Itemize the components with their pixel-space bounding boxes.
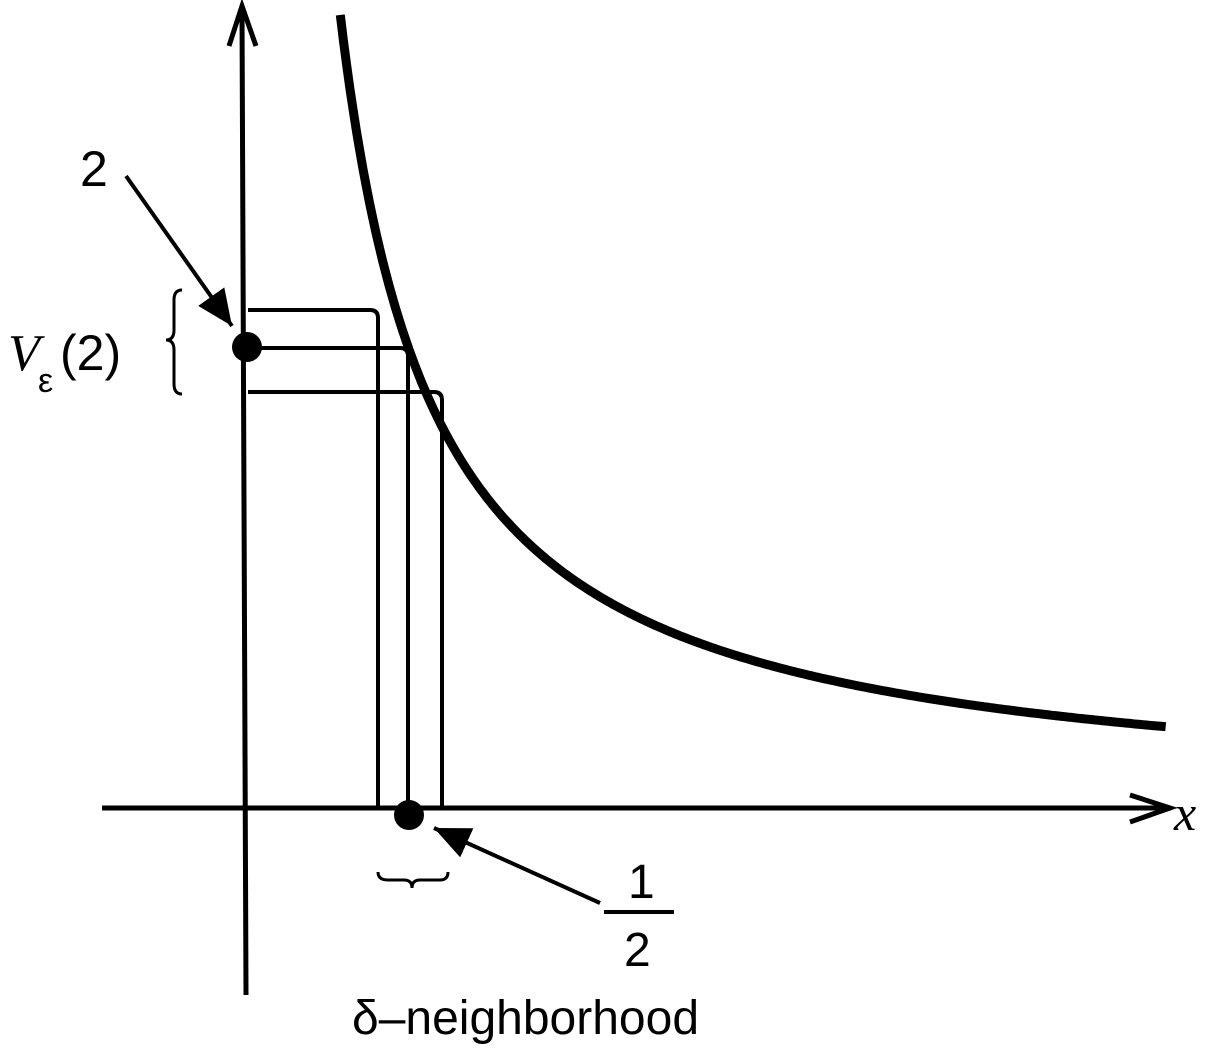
y-axis-arrowhead	[226, 0, 259, 47]
arrow-to-x-point	[433, 826, 601, 905]
label-v-subscript: ε	[38, 362, 53, 400]
epsilon-neighborhood-label: V ε (2)	[8, 325, 121, 400]
label-v-symbol: V	[8, 325, 45, 382]
label-v-argument: (2)	[60, 325, 121, 381]
point-y-2	[232, 332, 262, 362]
delta-neighborhood-caption: δ–neighborhood	[352, 992, 699, 1045]
epsilon-brace	[165, 288, 183, 396]
center-guide	[248, 346, 410, 808]
arrow-to-y-point	[124, 174, 234, 328]
delta-brace	[376, 871, 450, 889]
label-x-numerator: 1	[628, 856, 655, 909]
epsilon-upper-guide	[248, 308, 380, 808]
label-x-denominator: 2	[624, 924, 651, 977]
x-axis-arrowhead	[1129, 792, 1178, 825]
point-x-half	[394, 800, 424, 830]
epsilon-lower-guide	[248, 390, 444, 808]
reciprocal-curve	[335, 14, 1167, 732]
label-y-value: 2	[80, 141, 108, 197]
y-axis	[239, 11, 249, 996]
x-axis-label: x	[1173, 785, 1196, 841]
